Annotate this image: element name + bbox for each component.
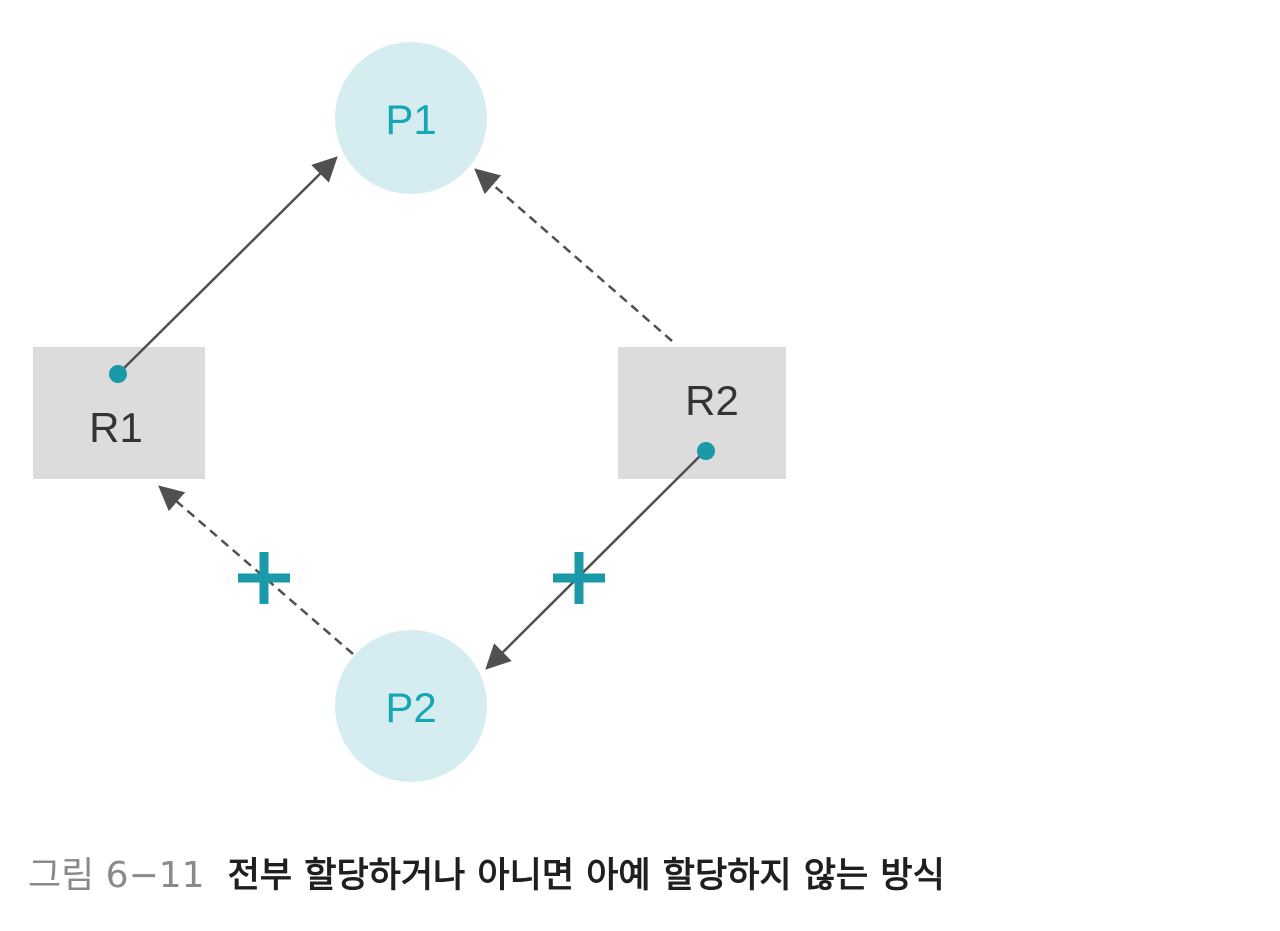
edge-r2-to-p1-request: [474, 168, 673, 342]
blocked-cross-icon-right: [553, 552, 605, 604]
process-p2-circle: [335, 630, 487, 782]
process-p1: P1: [335, 42, 487, 194]
resource-r2: R2: [618, 347, 786, 479]
edge-r1-to-p1-assignment: [117, 156, 338, 375]
edge-p2-to-r1-request: [158, 485, 354, 655]
figure-caption: 그림 6−11 전부 할당하거나 아니면 아예 할당하지 않는 방식: [28, 846, 945, 906]
edge-r2-to-p2-assignment: [485, 450, 706, 670]
figure-title: 전부 할당하거나 아니면 아예 할당하지 않는 방식: [227, 856, 945, 896]
edge-origin-dot-r2: [697, 442, 715, 460]
resource-r1-label: R1: [89, 404, 143, 451]
process-p1-circle: [335, 42, 487, 194]
resource-r2-label: R2: [685, 377, 739, 424]
process-p2: P2: [335, 630, 487, 782]
edge-origin-dot-r1: [109, 365, 127, 383]
blocked-cross-icon-left: [238, 552, 290, 604]
process-p1-label: P1: [385, 96, 436, 143]
figure-number: 그림 6−11: [28, 855, 205, 896]
process-p2-label: P2: [385, 684, 436, 731]
